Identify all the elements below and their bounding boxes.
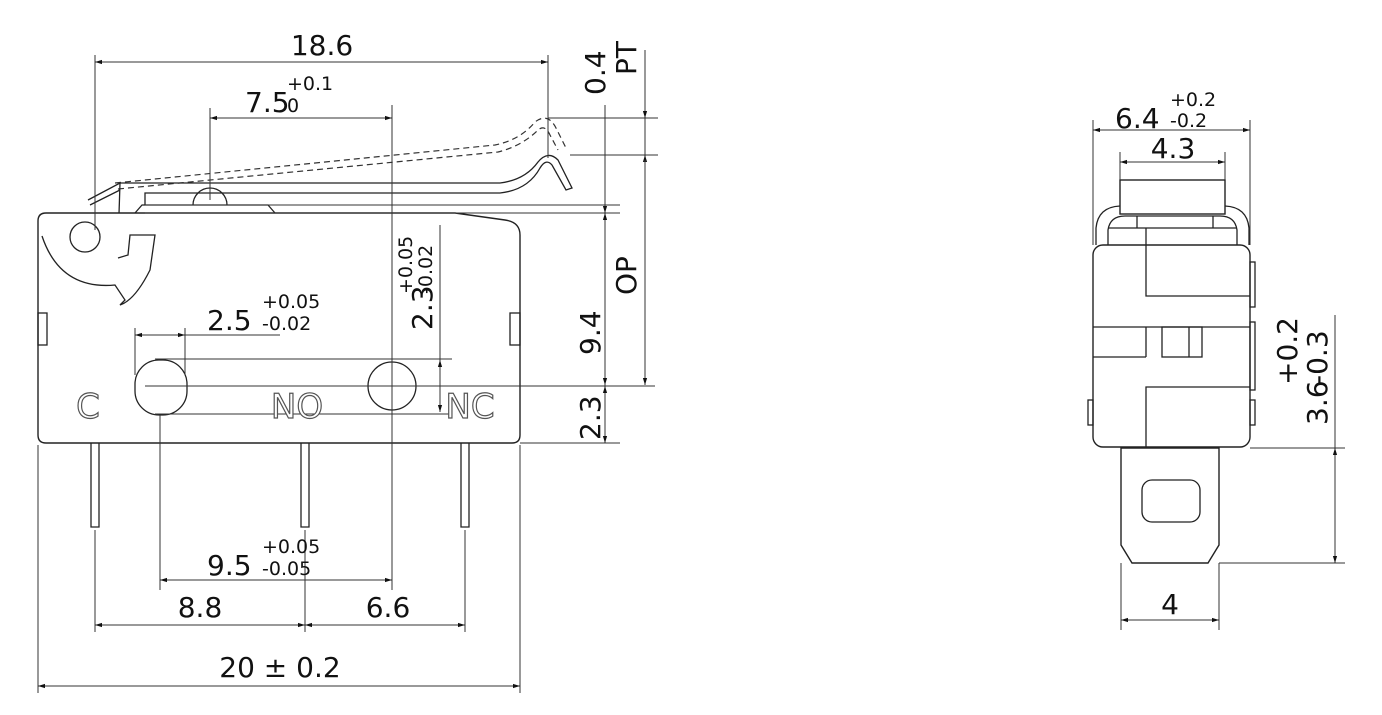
- dim-roller-pos-lower: 0: [287, 95, 299, 117]
- left-notch: [37, 312, 48, 346]
- terminal-slot: [1141, 479, 1201, 523]
- side-view: C NO NC 18.6 7.5 +0.1 0: [37, 29, 658, 693]
- dim-body-width-upper: +0.2: [1170, 89, 1216, 111]
- dim-terminal-length-lower: -0.3: [1301, 330, 1334, 385]
- end-body-upper-step: [1145, 228, 1250, 297]
- dim-roller-pos: 7.5: [245, 86, 290, 119]
- dim-hole-offset-upper: +0.05: [395, 236, 417, 294]
- dim-hole-dia-upper: +0.05: [262, 291, 320, 313]
- dim-pt-label: PT: [610, 40, 643, 75]
- end-body-window: [1161, 326, 1203, 358]
- lever-spring-hook: [41, 234, 156, 306]
- end-view: 6.4 +0.2 -0.2 4.3 3.6 +0.2 -0.3 4: [1087, 89, 1345, 630]
- dim-roller-pos-upper: +0.1: [287, 73, 333, 95]
- terminal-pins: [90, 443, 470, 528]
- terminal-label-c: C: [76, 387, 100, 427]
- lever-free-position: [114, 117, 567, 184]
- dim-op-label: OP: [610, 256, 643, 295]
- right-notch: [509, 312, 521, 346]
- dim-pin-pitch-right: 6.6: [366, 591, 411, 624]
- actuator-cap: [1119, 179, 1226, 215]
- dim-terminal-width: 4: [1161, 588, 1179, 621]
- dim-body-width: 6.4: [1115, 102, 1160, 135]
- dim-overall-lever: 18.6: [291, 29, 353, 62]
- mounting-hole-left: [134, 359, 188, 416]
- end-body-lower-step: [1145, 386, 1250, 447]
- lever-free-inner: [117, 127, 559, 190]
- dim-terminal-length-upper: +0.2: [1271, 317, 1304, 385]
- dim-hole-pitch-upper: +0.05: [262, 536, 320, 558]
- dim-op-height: 9.4: [574, 310, 607, 355]
- lever: [87, 154, 573, 205]
- dim-terminal-length: 3.6: [1301, 380, 1334, 425]
- end-terminal-tab: [1120, 447, 1220, 564]
- dim-hole-dia-lower: -0.02: [262, 313, 311, 335]
- pivot-hole: [69, 221, 101, 253]
- dim-hole-offset-lower: -0.02: [415, 245, 437, 294]
- dim-cap-width: 4.3: [1151, 132, 1196, 165]
- dim-hole-pitch-lower: -0.05: [262, 558, 311, 580]
- dim-body-width-lower: -0.2: [1170, 110, 1207, 132]
- dim-pin-pitch-left: 8.8: [178, 591, 223, 624]
- dim-hole-pitch: 9.5: [207, 549, 252, 582]
- plunger: [134, 204, 276, 214]
- terminal-label-nc: NC: [445, 387, 494, 427]
- dim-body-length: 20 ± 0.2: [219, 651, 340, 684]
- dim-hole-height: 2.3: [574, 395, 607, 440]
- dim-hole-dia: 2.5: [207, 304, 252, 337]
- dim-pt-value: 0.4: [579, 50, 612, 95]
- dim-hole-offset: 2.3: [406, 285, 439, 330]
- end-body: [1092, 244, 1251, 448]
- terminal-label-no: NO: [271, 387, 323, 427]
